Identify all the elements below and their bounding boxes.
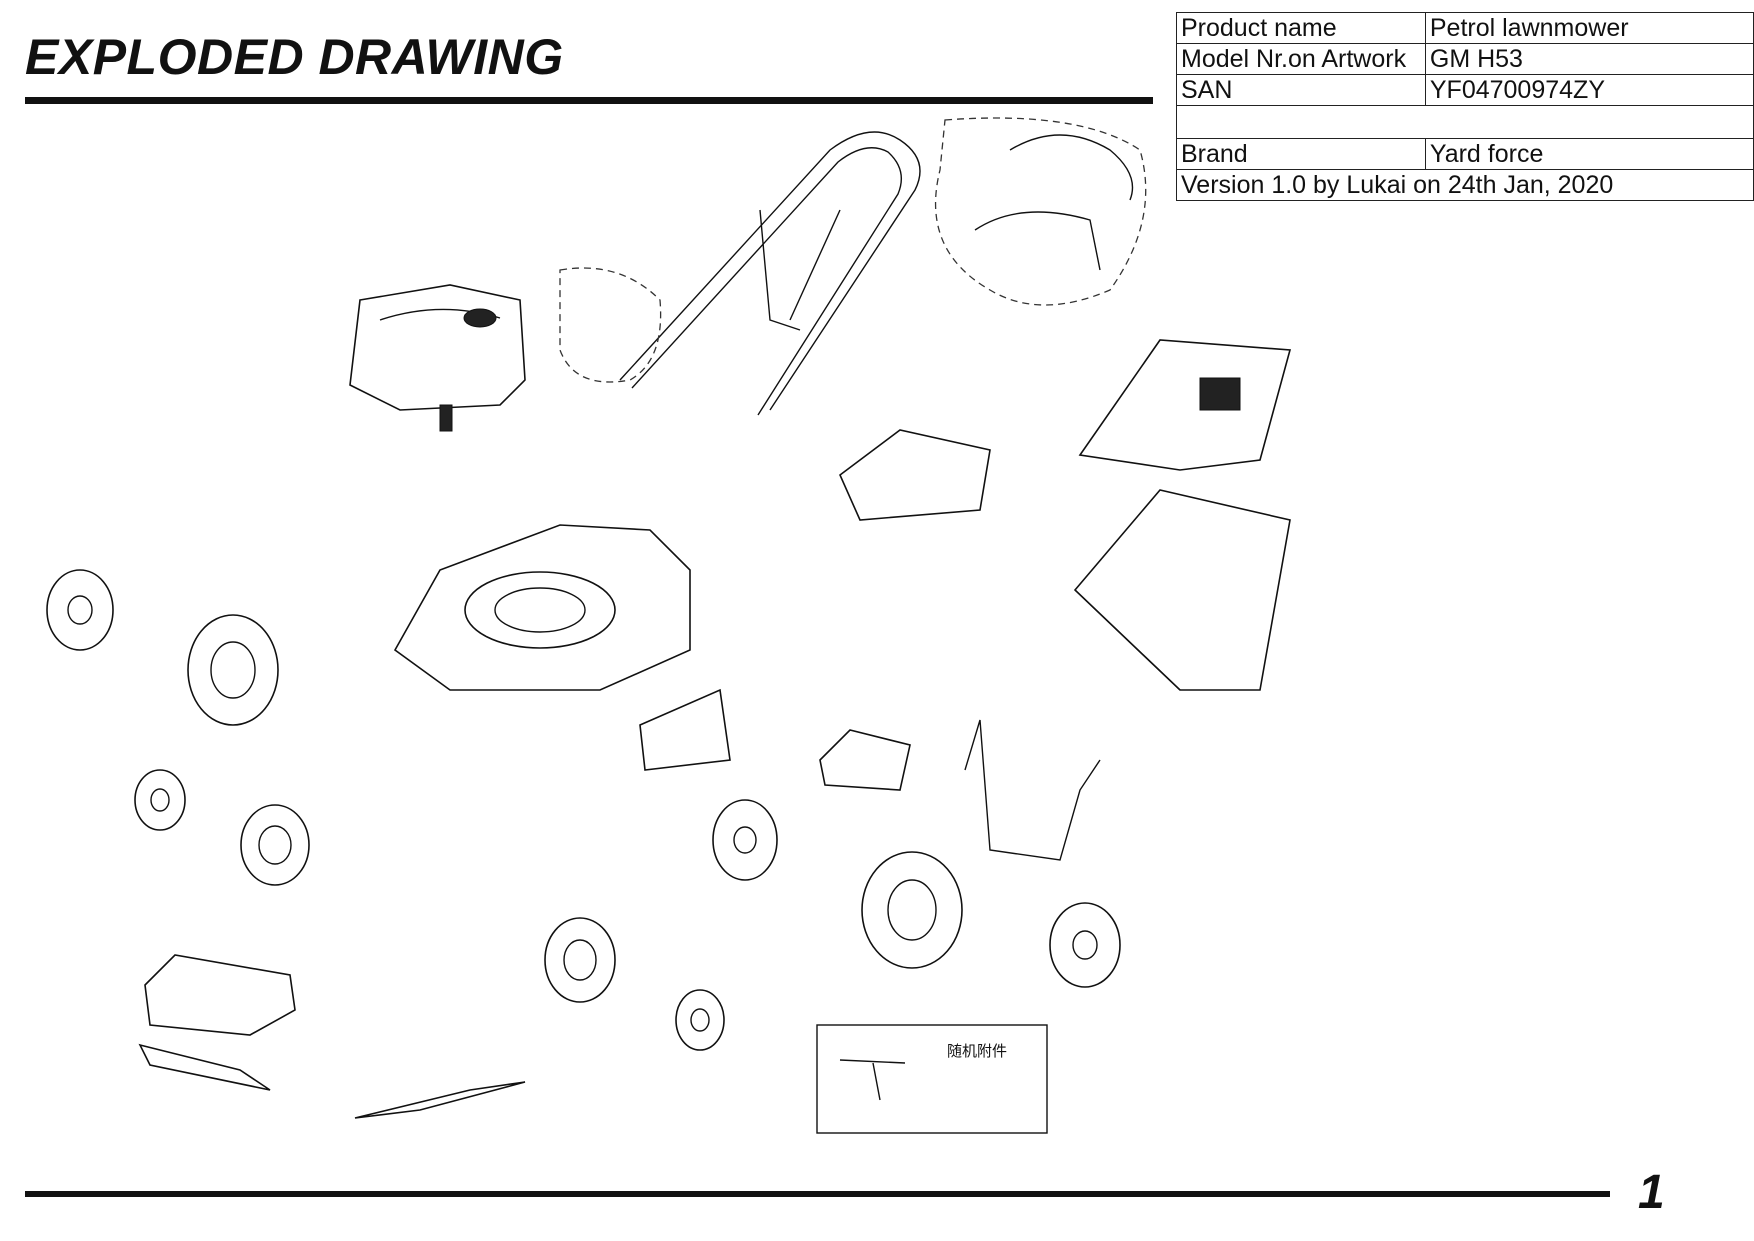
info-label: Model Nr.on Artwork [1176,43,1426,75]
engine-part [349,284,526,432]
title-underline [25,97,1153,104]
info-label: Brand [1176,138,1426,170]
wheel-part [544,917,616,1003]
handle-bar-part [1009,134,1134,201]
info-value: Yard force [1424,138,1754,170]
product-info-table: Product name Petrol lawnmower Model Nr.o… [1176,12,1754,201]
mulch-plug-part [639,688,731,771]
page-title: EXPLODED DRAWING [25,29,564,85]
info-row: Model Nr.on Artwork GM H53 [1176,43,1754,75]
info-row: Product name Petrol lawnmower [1176,12,1754,44]
wheel-part [187,614,279,726]
bottom-rule [25,1191,1610,1197]
skirt-part [138,1043,271,1091]
bail-bar-part [974,211,1101,271]
info-value: YF04700974ZY [1424,74,1754,106]
wheel-part [861,851,963,969]
dashed-group-outline [934,117,1147,306]
exploded-parts-drawing [46,117,1292,1134]
hubcap-part [46,569,114,651]
grass-bag-frame-part [1078,339,1292,471]
blade-part [354,1081,526,1119]
hubcap-part [675,989,725,1051]
front-bumper-part [144,954,296,1036]
mower-deck-part [393,524,691,691]
page-number: 1 [1638,1166,1665,1219]
info-row: Brand Yard force [1176,138,1754,170]
hubcap-part [134,769,186,831]
front-handle-bar-part [964,719,1101,861]
info-row: SAN YF04700974ZY [1176,74,1754,106]
info-value: GM H53 [1424,43,1754,75]
info-row-version: Version 1.0 by Lukai on 24th Jan, 2020 [1176,169,1754,201]
dashed-group-outline [559,267,662,383]
hubcap-part [712,799,778,881]
handle-assembly [619,131,921,416]
accessory-box [816,1024,1048,1134]
rear-cover-part [839,429,991,521]
accessory-label: 随机附件 [947,1042,1008,1060]
grass-bag-part [1073,489,1291,691]
info-label: Product name [1176,12,1426,44]
hubcap-part [1049,902,1121,988]
wheel-part [240,804,310,886]
side-deflector-part [819,729,911,791]
info-value: Petrol lawnmower [1424,12,1754,44]
version-note: Version 1.0 by Lukai on 24th Jan, 2020 [1176,169,1754,201]
info-label: SAN [1176,74,1426,106]
spark-plug-wrench-part [839,1059,906,1101]
